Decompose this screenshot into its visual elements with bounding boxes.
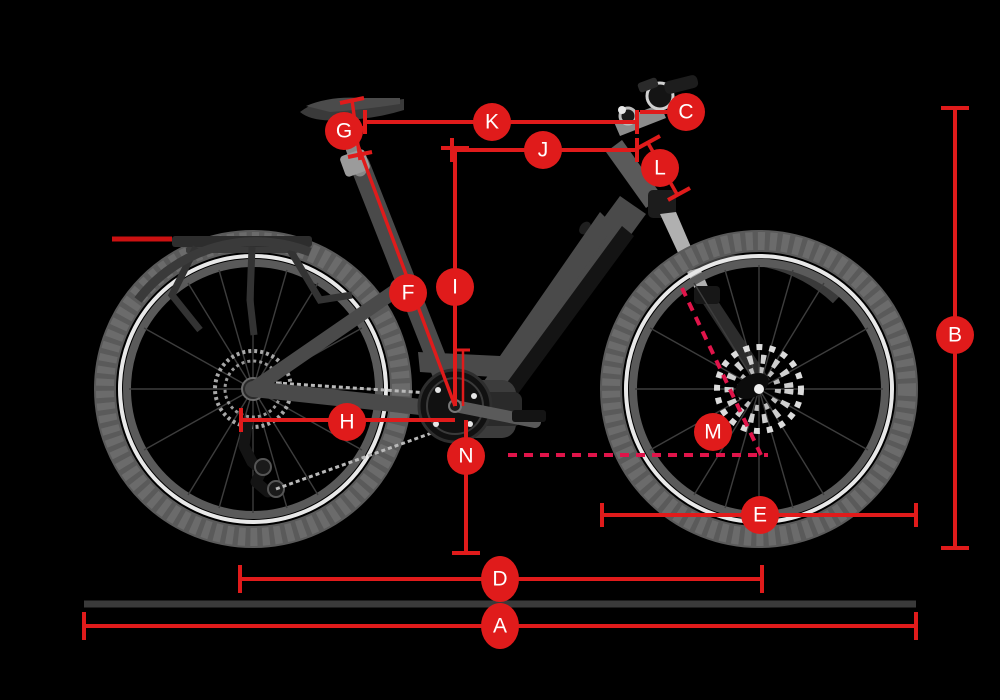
- measurement-overlay: A D B: [82, 93, 974, 649]
- badge-H-label: H: [339, 411, 354, 434]
- dimension-E[interactable]: E: [600, 496, 918, 534]
- cockpit: [614, 75, 699, 136]
- callout-G-tick-bottom: [347, 150, 373, 159]
- angle-M[interactable]: M: [508, 287, 768, 457]
- brake-lever: [637, 77, 659, 93]
- badge-E-label: E: [753, 504, 767, 527]
- dimension-A[interactable]: A: [82, 600, 918, 649]
- dimension-I[interactable]: I: [436, 146, 474, 406]
- badge-N-label: N: [458, 445, 473, 468]
- badge-D-label: D: [492, 568, 507, 591]
- badge-F-label: F: [402, 282, 415, 305]
- badge-J-label: J: [538, 139, 549, 162]
- dimension-F[interactable]: F: [340, 125, 457, 407]
- front-tire-tread: [602, 232, 916, 546]
- badge-B[interactable]: [936, 316, 974, 354]
- badge-M[interactable]: [694, 413, 732, 451]
- rack-stay-mid: [246, 246, 258, 336]
- dimension-L[interactable]: L: [637, 134, 691, 202]
- badge-D[interactable]: [481, 556, 519, 602]
- bicycle-illustration: [94, 75, 918, 548]
- head-tube: [606, 140, 662, 208]
- dimension-N[interactable]: N: [447, 420, 485, 555]
- dimension-J[interactable]: J: [450, 131, 639, 169]
- badge-I-label: I: [452, 276, 458, 299]
- callout-C[interactable]: C: [640, 93, 705, 131]
- badge-H[interactable]: [328, 403, 366, 441]
- badge-G[interactable]: [325, 112, 363, 150]
- chain-upper: [261, 380, 446, 396]
- chainstay: [245, 381, 438, 416]
- front-axle: [754, 384, 764, 394]
- dimension-H[interactable]: H: [239, 403, 455, 441]
- chain: [261, 380, 446, 491]
- badge-I[interactable]: [436, 268, 474, 306]
- front-disc-rotor: [714, 344, 804, 434]
- front-wheel: [600, 230, 918, 548]
- chainring-bolts: [433, 387, 477, 427]
- callout-G[interactable]: G: [325, 96, 373, 161]
- rear-mudguard: [134, 237, 312, 303]
- seatstay: [246, 282, 405, 396]
- display-unit: [618, 106, 626, 114]
- grip: [664, 75, 699, 94]
- chain-lower: [275, 428, 441, 491]
- badge-L-label: L: [654, 157, 666, 180]
- rack-stay-right: [286, 248, 353, 304]
- badge-G-label: G: [336, 120, 352, 143]
- badge-J[interactable]: [524, 131, 562, 169]
- badge-K-label: K: [485, 111, 499, 134]
- dimension-L-tick-top: [637, 134, 661, 150]
- dimension-D[interactable]: D: [238, 556, 764, 602]
- badge-A-label: A: [493, 615, 507, 638]
- dimension-K[interactable]: K: [363, 103, 639, 141]
- badge-N[interactable]: [447, 437, 485, 475]
- badge-B-label: B: [948, 324, 962, 347]
- rack-stay-left: [167, 245, 203, 333]
- badge-L[interactable]: [641, 149, 679, 187]
- pedal: [512, 410, 546, 422]
- badge-M-label: M: [704, 421, 722, 444]
- badge-A[interactable]: [481, 603, 519, 649]
- badge-K[interactable]: [473, 103, 511, 141]
- dimension-F-line: [351, 131, 457, 407]
- derailleur-pulley-upper: [254, 458, 272, 476]
- battery-inset: [500, 226, 634, 402]
- badge-C-label: C: [678, 101, 693, 124]
- dimension-B[interactable]: B: [936, 106, 974, 550]
- callout-G-tick-top: [339, 96, 365, 105]
- fork-crown: [648, 190, 676, 218]
- badge-C[interactable]: [667, 93, 705, 131]
- fork-seal: [694, 286, 720, 304]
- badge-E[interactable]: [741, 496, 779, 534]
- dimension-L-tick-bottom: [667, 186, 691, 202]
- badge-F[interactable]: [389, 274, 427, 312]
